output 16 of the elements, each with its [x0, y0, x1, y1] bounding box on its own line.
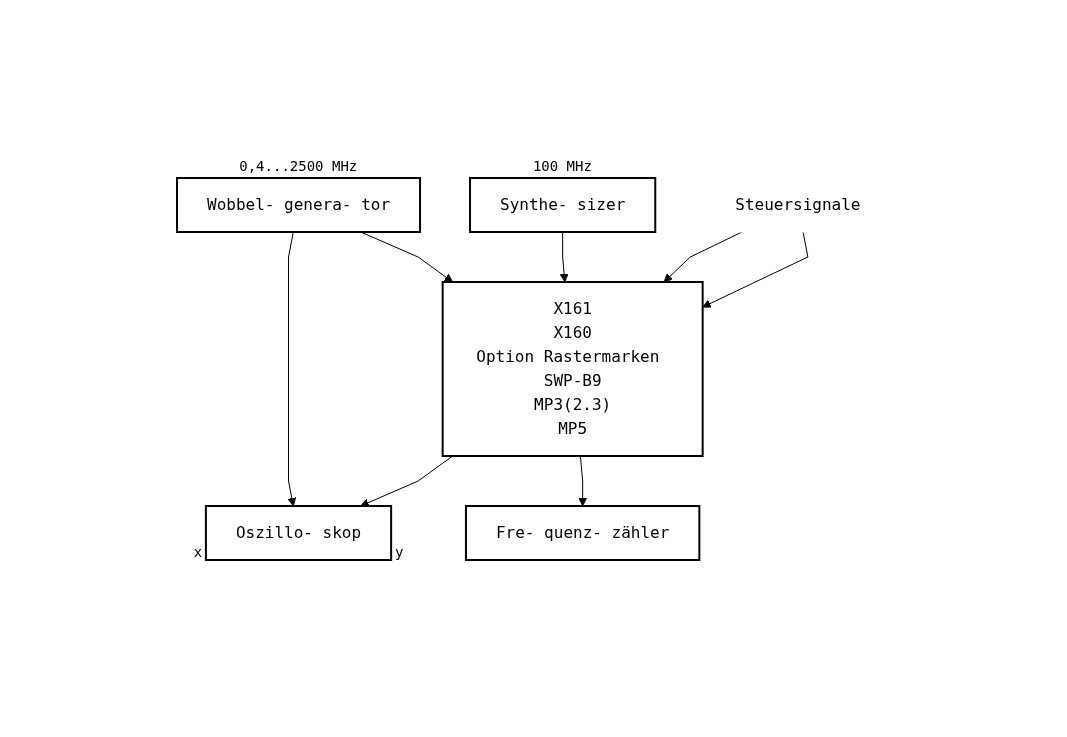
node-box: Fre- quenz- zähler	[464, 504, 701, 561]
node-note: 100 MHz	[532, 157, 592, 174]
node-note: y	[394, 543, 404, 560]
node-box: X161 X160 Option Rastermarken SWP-B9 MP3(2.3) MP5	[441, 280, 704, 457]
arrow	[360, 455, 453, 507]
arrow	[287, 231, 296, 506]
node-box: Oszillo- skop	[204, 504, 392, 561]
node-note: 0,4...2500 MHz	[239, 157, 358, 174]
arrow	[663, 231, 743, 282]
node-note: x	[193, 543, 203, 560]
node-box: Wobbel- genera- tor	[175, 176, 421, 233]
arrow	[559, 231, 569, 282]
arrow	[702, 231, 809, 308]
arrow	[578, 455, 587, 506]
node-text: Steuersignale	[735, 194, 861, 214]
node-box: Synthe- sizer	[468, 176, 656, 233]
